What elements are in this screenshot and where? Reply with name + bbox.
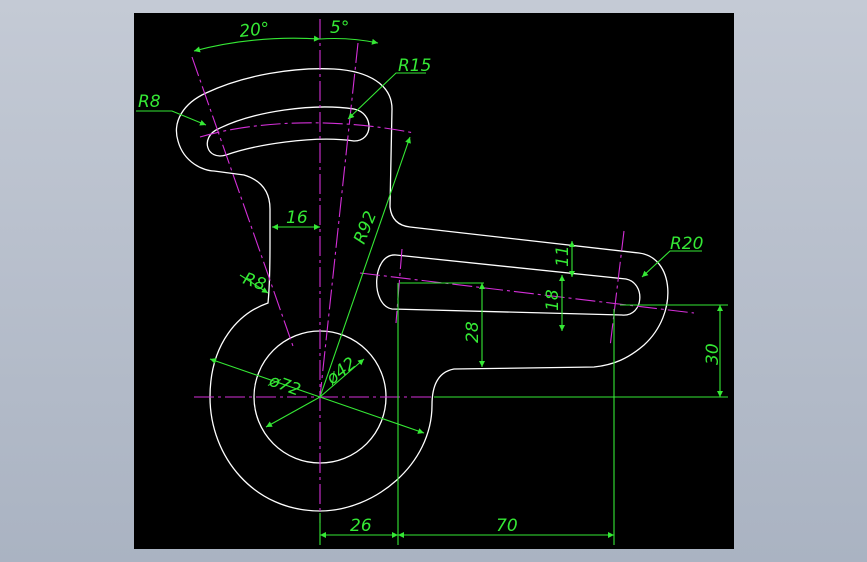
cad-viewport[interactable]: 20° 5° R15 R8 R8 R92 R20 16 11 18 28 30 … — [134, 13, 734, 549]
angle-5-arc — [319, 37, 379, 45]
dia72-line — [209, 358, 321, 398]
angle-5-label: 5° — [330, 18, 349, 38]
dia42-label: ø42 — [322, 353, 360, 389]
r15-leader — [347, 72, 426, 120]
angle-20-arc — [193, 35, 321, 53]
dim-70-label: 70 — [496, 516, 518, 536]
angle-20-label: 20° — [238, 19, 270, 42]
top-slot — [206, 106, 370, 157]
outer-boundary — [175, 68, 669, 512]
r20-leader — [641, 250, 702, 278]
center-lines — [191, 19, 695, 523]
cad-drawing: 20° 5° R15 R8 R8 R92 R20 16 11 18 28 30 … — [136, 18, 728, 545]
dia42-line — [319, 358, 365, 398]
dimension-lines — [136, 35, 728, 545]
r92-line — [319, 136, 411, 398]
dim-26-label: 26 — [350, 516, 372, 536]
dim-18-label: 18 — [543, 289, 563, 311]
dim-16-label: 16 — [286, 208, 308, 228]
dim-11-label: 11 — [553, 245, 573, 267]
r8-top-leader — [136, 110, 207, 126]
right-slot — [376, 254, 641, 316]
r15-label: R15 — [398, 56, 431, 76]
dimension-labels: 20° 5° R15 R8 R8 R92 R20 16 11 18 28 30 … — [138, 18, 723, 536]
dim-28-label: 28 — [463, 321, 483, 343]
r8-mid-label: R8 — [240, 269, 268, 296]
r8-top-label: R8 — [138, 92, 161, 112]
r20-label: R20 — [670, 234, 703, 254]
r8-mid-leader — [239, 274, 269, 294]
dim-30-label: 30 — [703, 343, 723, 365]
dia72-label: ø72 — [265, 371, 303, 401]
r92-label: R92 — [350, 208, 381, 247]
